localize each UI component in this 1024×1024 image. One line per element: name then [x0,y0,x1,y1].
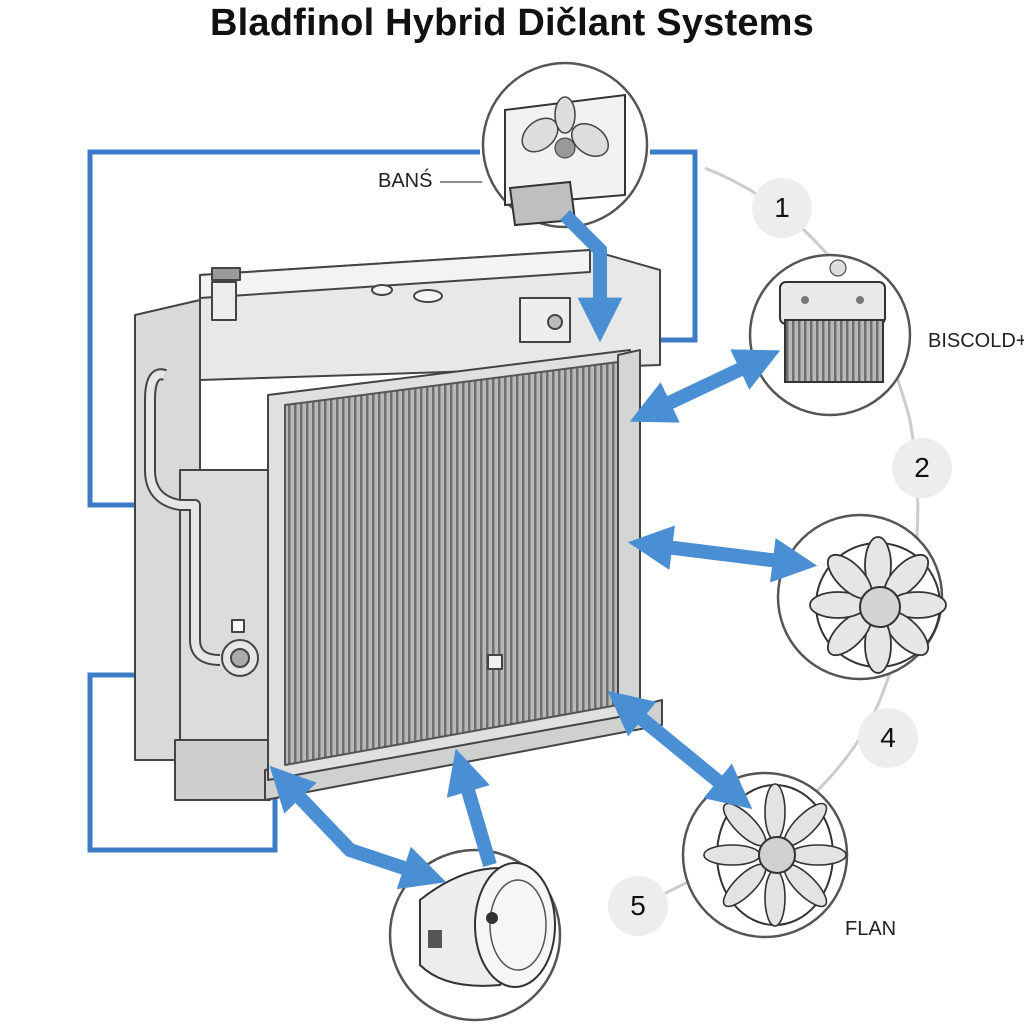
angled-fan-icon [681,771,849,939]
step-badge-5: 5 [608,876,668,936]
diagram-title: Bladfinol Hybrid Dičlant Systems [210,2,814,44]
radiator-fan-shroud-icon [748,253,912,417]
axial-fan-icon [776,513,947,681]
label-bans: BANŚ [378,170,433,192]
step-badge-4: 4 [858,708,918,768]
step-badge-2: 2 [892,438,952,498]
label-biscold: BISCOLD+ [928,330,1024,352]
coolant-reservoir-icon [388,848,562,1022]
label-flan: FLAN [845,918,897,940]
radiator-assembly [134,249,663,801]
coolant-flow-arrows [269,210,818,890]
blower-housing-icon [481,61,649,229]
step-badge-1: 1 [752,178,812,238]
